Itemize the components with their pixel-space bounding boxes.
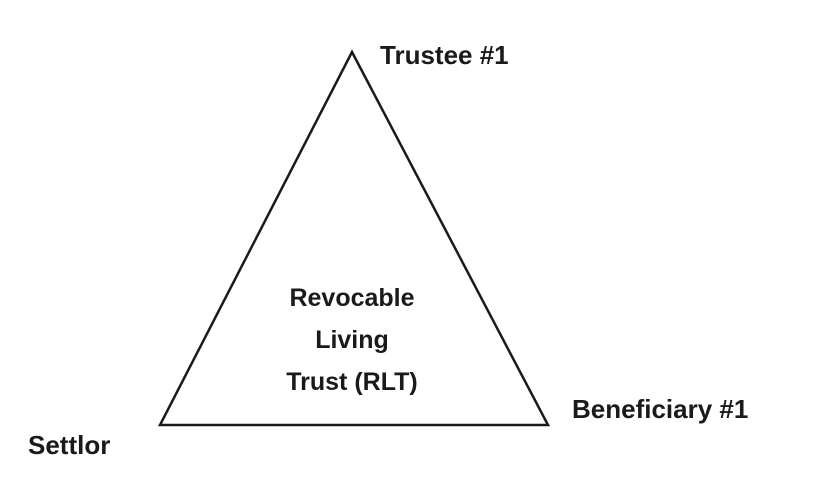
trust-name: Revocable Living Trust (RLT) (232, 277, 472, 403)
trust-name-line-1: Revocable (289, 284, 415, 312)
trustee-label: Trustee #1 (380, 40, 509, 70)
trust-name-line-2: Living (315, 326, 389, 354)
trust-triangle (157, 49, 551, 427)
settlor-label: Settlor (28, 430, 111, 460)
trust-name-line-3: Trust (RLT) (286, 368, 418, 396)
beneficiary-label: Beneficiary #1 (572, 394, 749, 424)
